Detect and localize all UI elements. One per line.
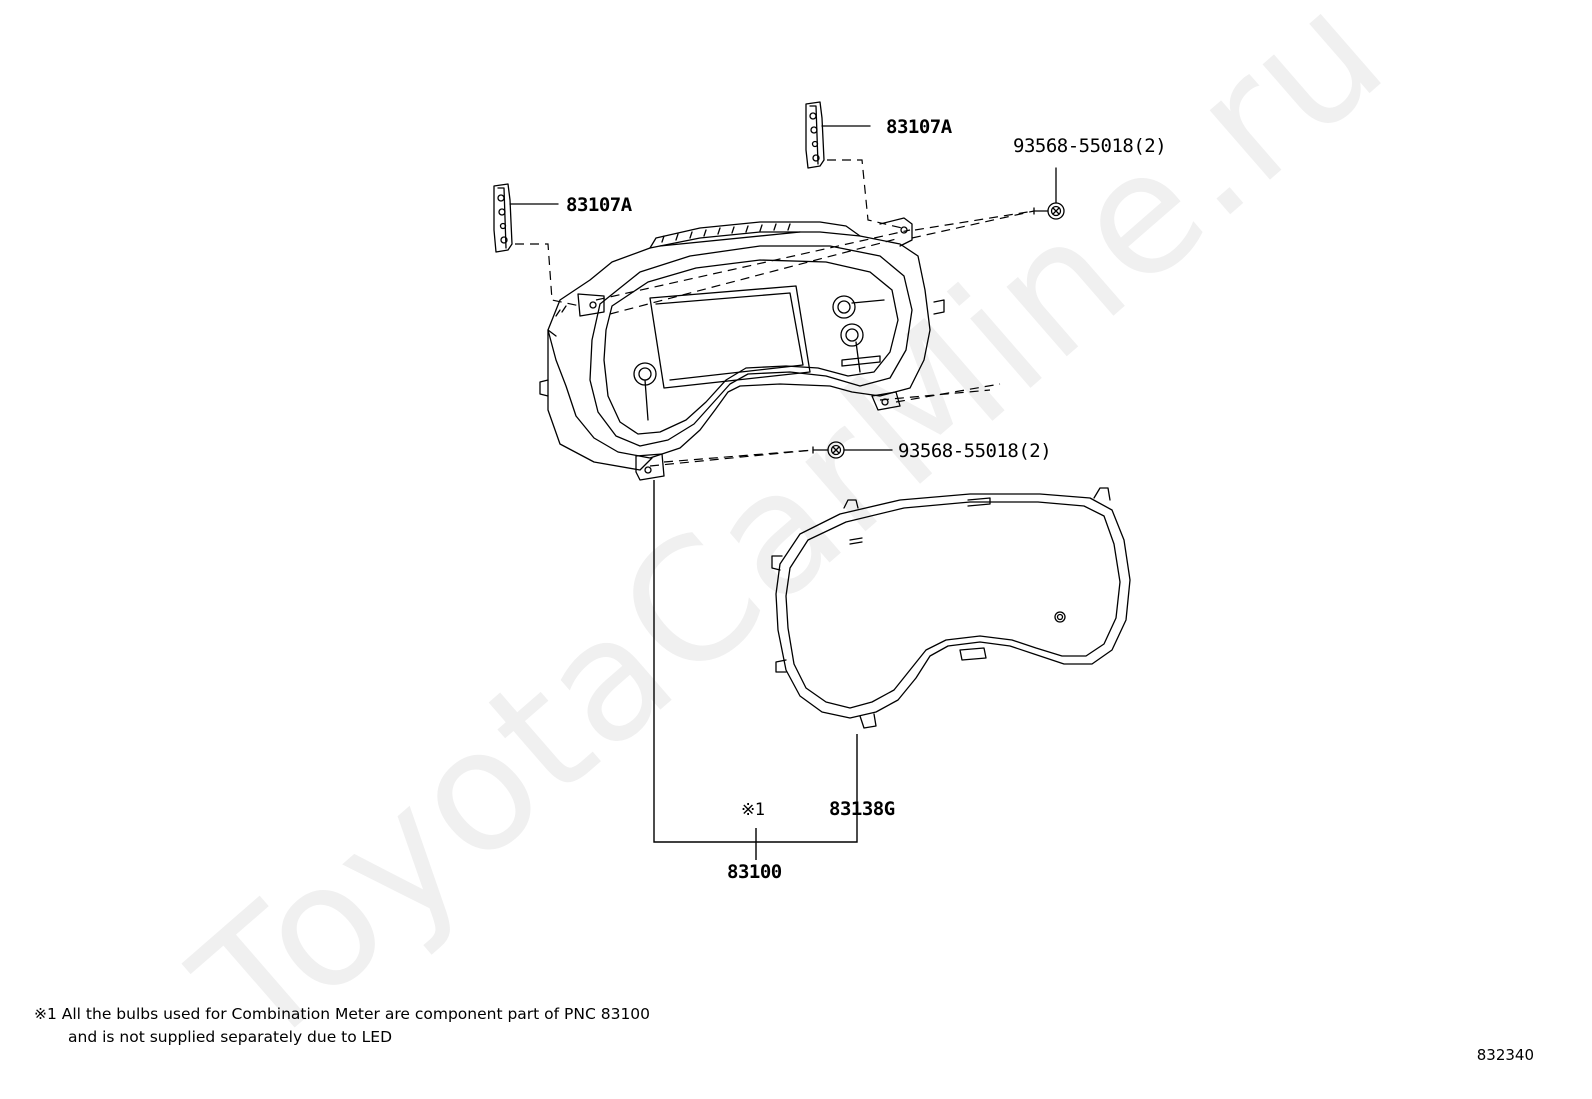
bracket-upper: [805, 101, 871, 169]
combination-meter: [539, 217, 945, 481]
label-note-reference: ※1: [741, 800, 765, 820]
screw-upper: [1033, 167, 1065, 220]
illustration-code: 832340: [1476, 1046, 1534, 1064]
meter-glass: [771, 487, 1131, 729]
screw-lower: [812, 441, 893, 459]
footnote-line-2: and is not supplied separately due to LE…: [68, 1028, 393, 1046]
label-screw-lower: 93568-55018(2): [898, 440, 1052, 462]
footnote-line-1: ※1 All the bulbs used for Combination Me…: [34, 1005, 651, 1023]
footnote: ※1 All the bulbs used for Combination Me…: [34, 1003, 650, 1049]
label-meter-glass: 83138G: [829, 798, 895, 820]
label-bracket-left: 83107A: [566, 194, 632, 216]
label-screw-upper: 93568-55018(2): [1013, 135, 1167, 157]
label-meter-assy: 83100: [727, 861, 782, 883]
label-bracket-upper: 83107A: [886, 116, 952, 138]
bracket-left: [493, 183, 559, 253]
